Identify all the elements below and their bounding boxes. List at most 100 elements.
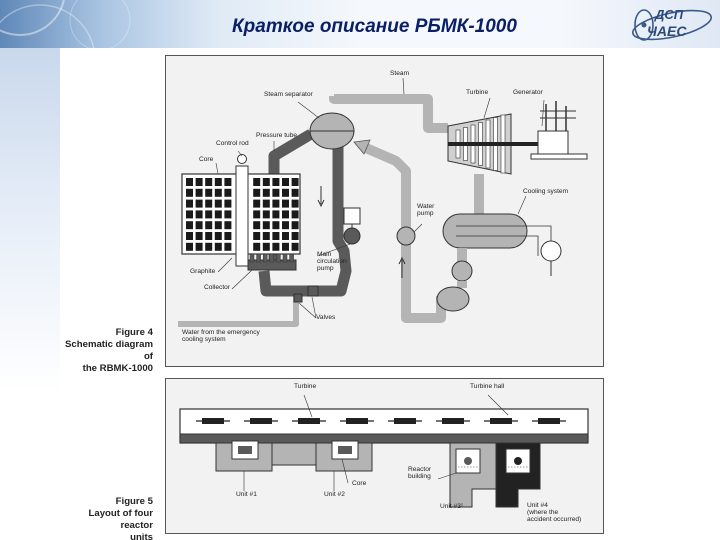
collector-tube xyxy=(249,253,255,263)
graphite-block xyxy=(253,221,261,230)
figure5-caption-line: units xyxy=(130,531,153,540)
control-rod-head xyxy=(237,154,247,164)
graphite-block xyxy=(282,242,289,251)
figure5-caption-line: Layout of four reactor xyxy=(88,507,153,531)
graphite-block xyxy=(282,199,289,208)
graphite-block xyxy=(253,178,261,186)
figure5-caption-line: Figure 5 xyxy=(115,496,153,507)
graphite-block xyxy=(253,242,261,251)
graphite-block xyxy=(291,199,299,208)
turbine-unit xyxy=(250,418,272,424)
label-cooling-system: Cooling system xyxy=(523,188,569,195)
graphite-block xyxy=(205,221,213,230)
graphite-block xyxy=(253,188,261,197)
collector-tube xyxy=(276,253,281,263)
collector-tube xyxy=(256,253,261,263)
graphite-block xyxy=(291,221,299,230)
graphite-block xyxy=(214,199,222,208)
graphite-block xyxy=(205,232,213,240)
graphite-block xyxy=(272,232,280,240)
graphite-block xyxy=(282,178,289,186)
graphite-block xyxy=(195,178,203,186)
graphite-block xyxy=(214,242,222,251)
plant-layout-drawing xyxy=(179,394,589,508)
graphite-block xyxy=(262,242,270,251)
graphite-block xyxy=(214,188,222,197)
label-core: Core xyxy=(199,156,214,163)
label-turbine-hall: Turbine hall xyxy=(470,383,505,390)
label-unit2: Unit #2 xyxy=(324,491,345,498)
graphite-block xyxy=(186,210,193,219)
label-core: Core xyxy=(352,480,367,487)
pump-motor xyxy=(343,207,361,225)
graphite-block xyxy=(214,210,222,219)
graphite-block xyxy=(253,199,261,208)
graphite-block xyxy=(291,210,299,219)
label-unit1: Unit #1 xyxy=(236,491,257,498)
graphite-block xyxy=(214,232,222,240)
figure4-caption: Figure 4 Schematic diagram of the RBMK-1… xyxy=(57,327,153,375)
emergency-water-pipe xyxy=(178,296,299,327)
deaerator xyxy=(436,286,470,312)
graphite-block xyxy=(262,188,270,197)
graphite-block xyxy=(224,210,232,219)
circulation-loop xyxy=(258,141,352,297)
turbine-unit xyxy=(442,418,464,424)
graphite-block xyxy=(195,221,203,230)
graphite-block xyxy=(214,221,222,230)
graphite-block xyxy=(282,210,289,219)
graphite-block xyxy=(262,178,270,186)
label-collector: Collector xyxy=(204,284,231,291)
graphite-block xyxy=(224,232,232,240)
graphite-block xyxy=(272,188,280,197)
graphite-block xyxy=(291,242,299,251)
water-pump xyxy=(396,226,416,246)
atom-logo-icon xyxy=(631,9,713,41)
graphite-block xyxy=(205,199,213,208)
graphite-block xyxy=(291,232,299,240)
graphite-block xyxy=(186,199,193,208)
turbine-unit xyxy=(490,418,512,424)
turbine-unit xyxy=(538,418,560,424)
graphite-block xyxy=(195,188,203,197)
left-sidebar-gradient xyxy=(0,48,60,540)
label-reactor-building: Reactor building xyxy=(408,466,432,480)
graphite-block xyxy=(253,210,261,219)
graphite-block xyxy=(272,178,280,186)
condensate-pump xyxy=(451,260,473,282)
control-rod xyxy=(235,165,249,267)
graphite-block xyxy=(272,221,280,230)
collector-tube xyxy=(262,253,268,263)
graphite-block xyxy=(205,178,213,186)
condenser xyxy=(442,213,528,249)
graphite-block xyxy=(214,178,222,186)
graphite-block xyxy=(186,178,193,186)
valve xyxy=(307,285,319,297)
logo-top-text: ДСП xyxy=(655,7,684,22)
graphite-block xyxy=(205,210,213,219)
label-steam: Steam xyxy=(390,70,410,77)
main-circulation-pump xyxy=(343,227,361,245)
label-main-circulation-pump: Main circulation pump xyxy=(317,251,347,272)
label-turbine: Turbine xyxy=(466,89,489,96)
graphite-block xyxy=(224,199,232,208)
graphite-grid xyxy=(186,178,299,251)
graphite-block xyxy=(282,232,289,240)
figure4-caption-line: Schematic diagram of xyxy=(65,338,153,362)
label-generator: Generator xyxy=(513,89,543,96)
graphite-block xyxy=(224,178,232,186)
turbine-unit xyxy=(298,418,320,424)
label-turbine: Turbine xyxy=(294,383,317,390)
graphite-block xyxy=(262,199,270,208)
valve xyxy=(293,293,303,303)
label-valves: Valves xyxy=(316,314,336,321)
collector-tube xyxy=(282,253,288,263)
graphite-block xyxy=(224,242,232,251)
graphite-block xyxy=(195,199,203,208)
graphite-block xyxy=(262,232,270,240)
graphite-block xyxy=(262,210,270,219)
banner-decoration xyxy=(0,0,131,48)
cooling-pump xyxy=(540,240,562,262)
graphite-block xyxy=(205,188,213,197)
label-pressure-tube: Pressure tube xyxy=(256,132,298,139)
